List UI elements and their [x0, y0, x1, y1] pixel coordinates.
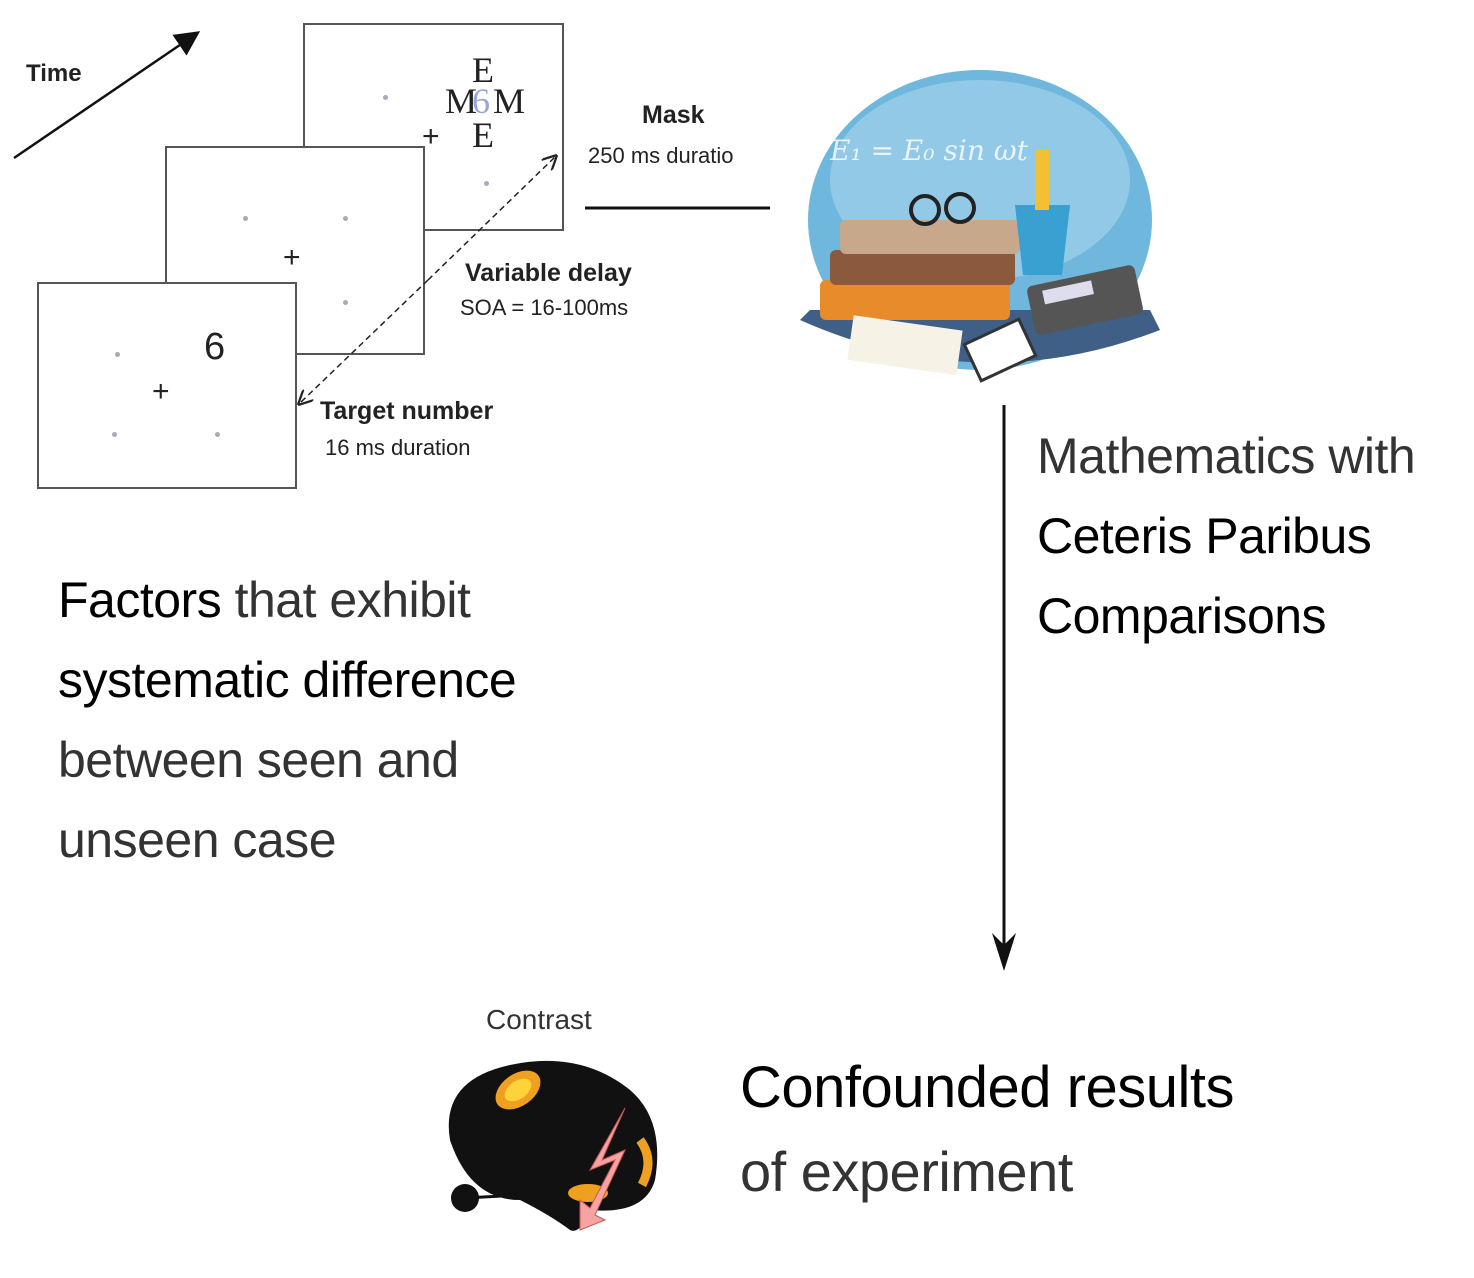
fixation-cross: + [152, 375, 170, 408]
mathematics-illustration: E₁ = E₀ sin ωt [800, 70, 1160, 383]
target-frame: + 6 [37, 282, 297, 489]
confounded-results-text: Confounded results [740, 1055, 1235, 1120]
delay-title: Variable delay [465, 259, 632, 287]
factors-text: Factors that exhibit [58, 560, 471, 640]
systematic-difference: systematic difference [58, 652, 517, 708]
factors-rest: that exhibit [221, 572, 471, 628]
fixation-cross: + [422, 120, 440, 153]
comparisons-text: Comparisons [1037, 588, 1327, 644]
delay-soa: SOA = 16-100ms [460, 295, 629, 320]
seen-unseen-text: between seen and [58, 732, 459, 788]
ceteris-paribus-text: Ceteris Paribus [1037, 508, 1372, 564]
soa-dashed-arrow [0, 0, 770, 500]
factors-keyword: Factors [58, 572, 222, 628]
brain-image [448, 1060, 658, 1231]
down-arrow [992, 405, 1016, 971]
time-arrow [13, 31, 201, 160]
target-title: Target number [320, 397, 494, 425]
mask-letter: M [493, 81, 526, 121]
mask-duration: 250 ms duratio [588, 143, 734, 168]
target-duration: 16 ms duration [325, 435, 471, 460]
mask-title: Mask [642, 101, 705, 129]
mask-letter: M [445, 81, 478, 121]
fixation-cross: + [283, 241, 301, 274]
mask-letter: E [472, 115, 494, 155]
target-digit: 6 [204, 326, 226, 368]
of-experiment-text: of experiment [740, 1140, 1073, 1203]
masked-digit: 6 [472, 81, 490, 121]
unseen-case-text: unseen case [58, 812, 337, 868]
svg-text:E₁ = E₀ sin ωt: E₁ = E₀ sin ωt [829, 134, 1029, 167]
mask-frame: E M 6 M E + [303, 23, 564, 231]
systematic-difference-text: systematic difference [58, 640, 517, 720]
time-label: Time [26, 60, 82, 87]
contrast-caption: Contrast [486, 1004, 592, 1035]
mask-letter: E [472, 50, 494, 90]
mathematics-text: Mathematics with [1037, 428, 1416, 484]
